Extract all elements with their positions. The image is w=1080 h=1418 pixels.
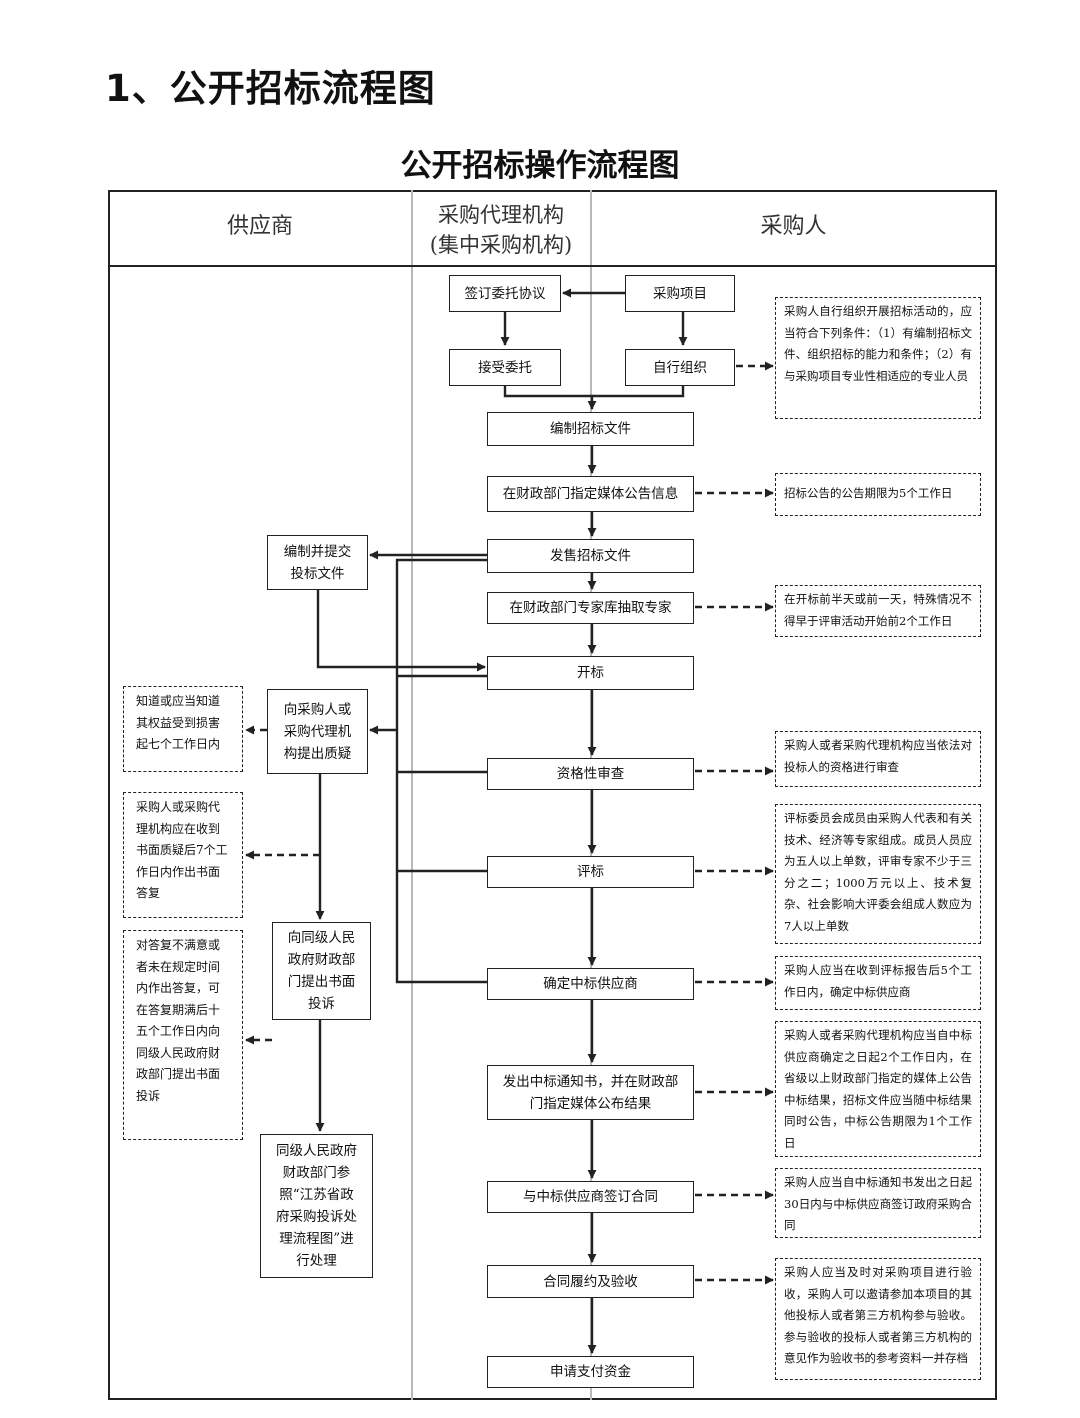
column-header-agency-line2: (集中采购机构) (429, 233, 573, 257)
supplier-complaint-handling: 同级人民政府财政部门参照“江苏省政府采购投诉处理流程图”进行处理 (260, 1134, 373, 1278)
supplier-file-complaint: 向同级人民政府财政部门提出书面投诉 (272, 922, 371, 1020)
header-divider (108, 265, 997, 267)
step-evaluate-bids: 评标 (487, 856, 694, 888)
step-accept-commission: 接受委托 (449, 349, 561, 386)
note-acceptance: 采购人应当及时对采购项目进行验收，采购人可以邀请参加本项目的其他投标人或者第三方… (775, 1258, 981, 1380)
note-notice-period: 招标公告的公告期限为5个工作日 (775, 473, 981, 516)
page-heading: 1、公开招标流程图 (105, 67, 436, 110)
arrow-accept-to-prepare (503, 386, 597, 410)
note-reply-deadline: 采购人或采购代理机构应在收到书面质疑后7个工作日内作出书面答复 (123, 792, 243, 918)
column-header-purchaser: 采购人 (760, 214, 827, 239)
column-header-agency-line1: 采购代理机构 (438, 203, 564, 227)
supplier-raise-question: 向采购人或采购代理机构提出质疑 (267, 689, 368, 774)
column-header-supplier: 供应商 (226, 214, 293, 239)
note-expert-draw-timing: 在开标前半天或前一天，特殊情况不得早于评审活动开始前2个工作日 (775, 585, 981, 637)
step-sign-contract: 与中标供应商签订合同 (487, 1181, 694, 1213)
step-self-organize: 自行组织 (625, 349, 735, 386)
step-apply-payment: 申请支付资金 (487, 1356, 694, 1388)
step-publish-notice: 在财政部门指定媒体公告信息 (487, 476, 694, 512)
supplier-submit-bid: 编制并提交投标文件 (267, 535, 368, 590)
note-self-organize-conditions: 采购人自行组织开展招标活动的，应当符合下列条件：（1）有编制招标文件、组织招标的… (775, 297, 981, 419)
note-complaint-deadline: 对答复不满意或者未在规定时间内作出答复，可在答复期满后十五个工作日内向同级人民政… (123, 930, 243, 1140)
lane-divider-left (411, 190, 413, 1400)
step-determine-winner: 确定中标供应商 (487, 968, 694, 1000)
note-determine-winner: 采购人应当在收到评标报告后5个工作日内，确定中标供应商 (775, 956, 981, 1010)
step-qualification-review: 资格性审查 (487, 758, 694, 790)
arrow-bid-to-open (316, 590, 486, 672)
note-contract-signing: 采购人应当自中标通知书发出之日起30日内与中标供应商签订政府采购合同 (775, 1168, 981, 1238)
note-winner-announcement: 采购人或者采购代理机构应当自中标供应商确定之日起2个工作日内，在省级以上财政部门… (775, 1021, 981, 1157)
step-issue-notice: 发出中标通知书，并在财政部门指定媒体公布结果 (487, 1065, 694, 1120)
step-draw-experts: 在财政部门专家库抽取专家 (487, 592, 694, 624)
step-sell-docs: 发售招标文件 (487, 539, 694, 573)
step-open-bids: 开标 (487, 656, 694, 690)
chart-title: 公开招标操作流程图 (400, 148, 680, 184)
column-header-agency: 采购代理机构 (集中采购机构) (413, 200, 589, 260)
note-evaluation-committee: 评标委员会成员由采购人代表和有关技术、经济等专家组成。成员人员应为五人以上单数，… (775, 804, 981, 944)
note-qualification-review: 采购人或者采购代理机构应当依法对投标人的资格进行审查 (775, 731, 981, 787)
swimlane-frame (108, 190, 997, 1400)
arrow-selforg-merge (592, 386, 685, 398)
step-performance-acceptance: 合同履约及验收 (487, 1265, 694, 1298)
note-question-deadline: 知道或应当知道其权益受到损害起七个工作日内 (123, 686, 243, 772)
step-prepare-docs: 编制招标文件 (487, 412, 694, 446)
step-sign-agreement: 签订委托协议 (449, 275, 561, 312)
step-purchase-project: 采购项目 (625, 275, 735, 312)
